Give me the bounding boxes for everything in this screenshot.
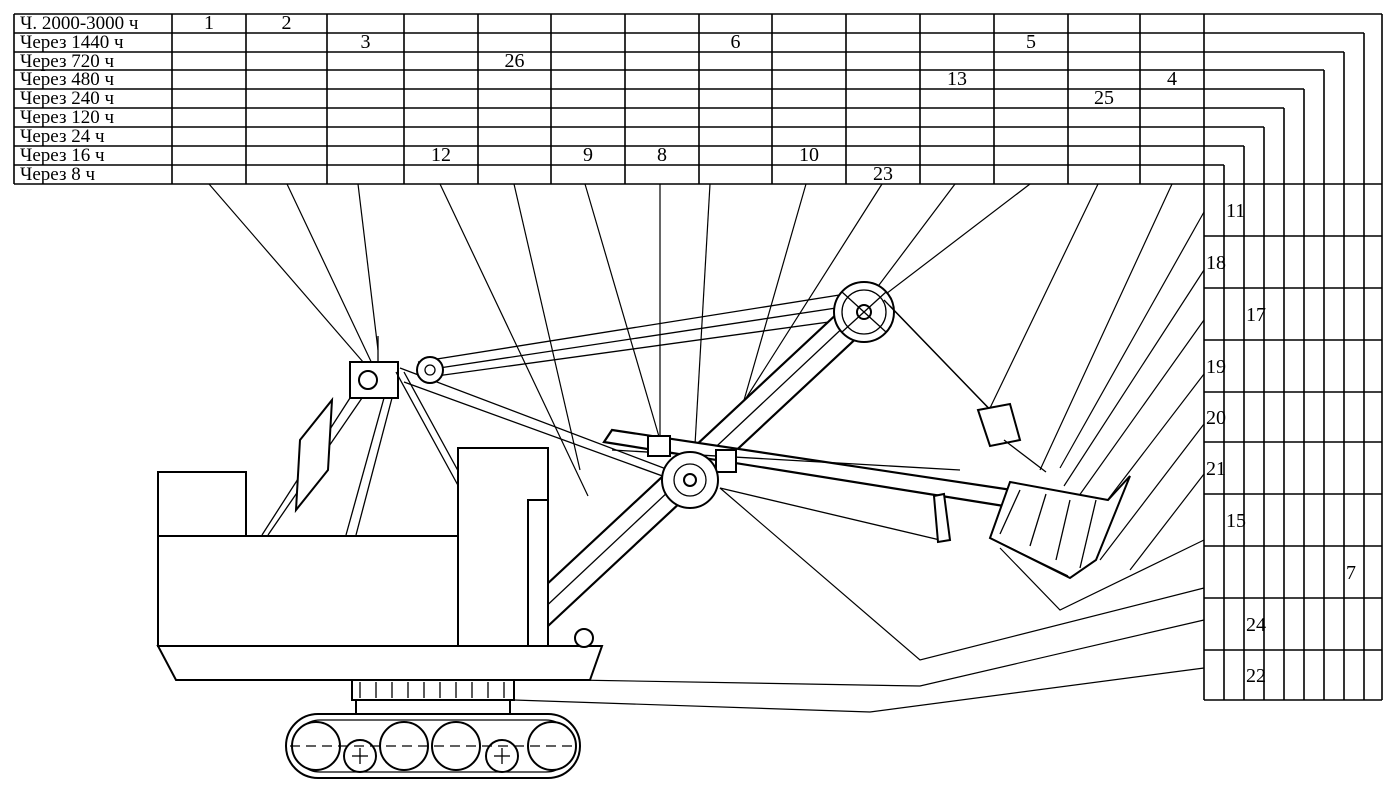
component-number: 20 <box>1206 407 1226 429</box>
gantry-frame <box>261 336 475 536</box>
gantry-sheave <box>416 356 444 384</box>
rack-teeth <box>359 682 505 698</box>
component-number: 23 <box>873 163 893 185</box>
component-number: 21 <box>1206 458 1226 480</box>
leader-line <box>877 183 1031 301</box>
dipper-bucket <box>988 475 1131 580</box>
component-number: 2 <box>282 12 292 34</box>
component-number: 9 <box>583 144 593 166</box>
leader-line <box>999 539 1205 611</box>
leader-line <box>1063 269 1205 487</box>
leader-line <box>513 667 1205 713</box>
dipper-trip <box>719 487 941 541</box>
leader-line <box>1059 211 1205 469</box>
component-number: 19 <box>1206 356 1226 378</box>
leader-line <box>693 183 711 463</box>
component-number: 26 <box>505 50 525 72</box>
schedule-row-label: Через 1440 ч <box>20 32 124 53</box>
component-number: 22 <box>1246 665 1266 687</box>
component-number: 3 <box>361 31 371 53</box>
component-number: 12 <box>431 144 451 166</box>
side-component-numbers: 11 18 17 19 20 21 15 7 24 22 <box>1206 200 1356 687</box>
leader-line <box>989 183 1099 409</box>
component-number: 7 <box>1346 562 1356 584</box>
component-number: 4 <box>1167 68 1177 90</box>
machinery-house <box>157 447 549 647</box>
component-number: 13 <box>947 68 967 90</box>
leader-line <box>286 183 377 373</box>
maintenance-schedule-grid <box>13 13 1382 185</box>
component-number: 15 <box>1226 510 1246 532</box>
schedule-row-label: Через 720 ч <box>20 51 114 72</box>
leader-line <box>1075 319 1205 501</box>
leader-line <box>208 183 371 371</box>
schedule-row-label: Через 240 ч <box>20 88 114 109</box>
bail-block <box>976 402 1022 448</box>
crawler-track <box>285 713 581 779</box>
schedule-row-label: Через 24 ч <box>20 126 105 147</box>
leader-line <box>439 183 589 497</box>
leader-line <box>719 487 1205 661</box>
component-number: 18 <box>1206 252 1226 274</box>
boom-foot-pin <box>574 628 594 648</box>
component-number: 1 <box>204 12 214 34</box>
leader-line <box>573 619 1205 687</box>
excavator-drawing <box>156 281 1131 779</box>
leader-line <box>1129 473 1205 571</box>
component-number: 5 <box>1026 31 1036 53</box>
leader-line <box>357 183 379 351</box>
leader-line <box>863 183 956 306</box>
component-number: 10 <box>799 144 819 166</box>
schedule-row-label: Через 120 ч <box>20 107 114 128</box>
schedule-row-label: Через 8 ч <box>20 164 95 185</box>
component-number: 6 <box>731 31 741 53</box>
schedule-row-label: Через 480 ч <box>20 69 114 90</box>
schedule-row-label: Ч. 2000-3000 ч <box>20 13 139 34</box>
boom-point-sheave <box>833 281 895 343</box>
leader-line <box>1039 183 1173 471</box>
side-schedule-grid <box>1203 14 1383 701</box>
leader-line <box>584 183 661 441</box>
leader-line <box>513 183 581 471</box>
component-number: 8 <box>657 144 667 166</box>
dipper-handle <box>602 428 1014 508</box>
schedule-row-label: Через 16 ч <box>20 145 105 166</box>
leader-line <box>1099 423 1205 561</box>
suspension-ropes <box>399 292 859 487</box>
component-number: 17 <box>1246 304 1266 326</box>
component-number: 24 <box>1246 614 1266 636</box>
component-number: 25 <box>1094 87 1114 109</box>
shipper-shaft <box>661 451 719 509</box>
component-number: 11 <box>1226 200 1245 222</box>
revolving-frame <box>156 645 604 681</box>
